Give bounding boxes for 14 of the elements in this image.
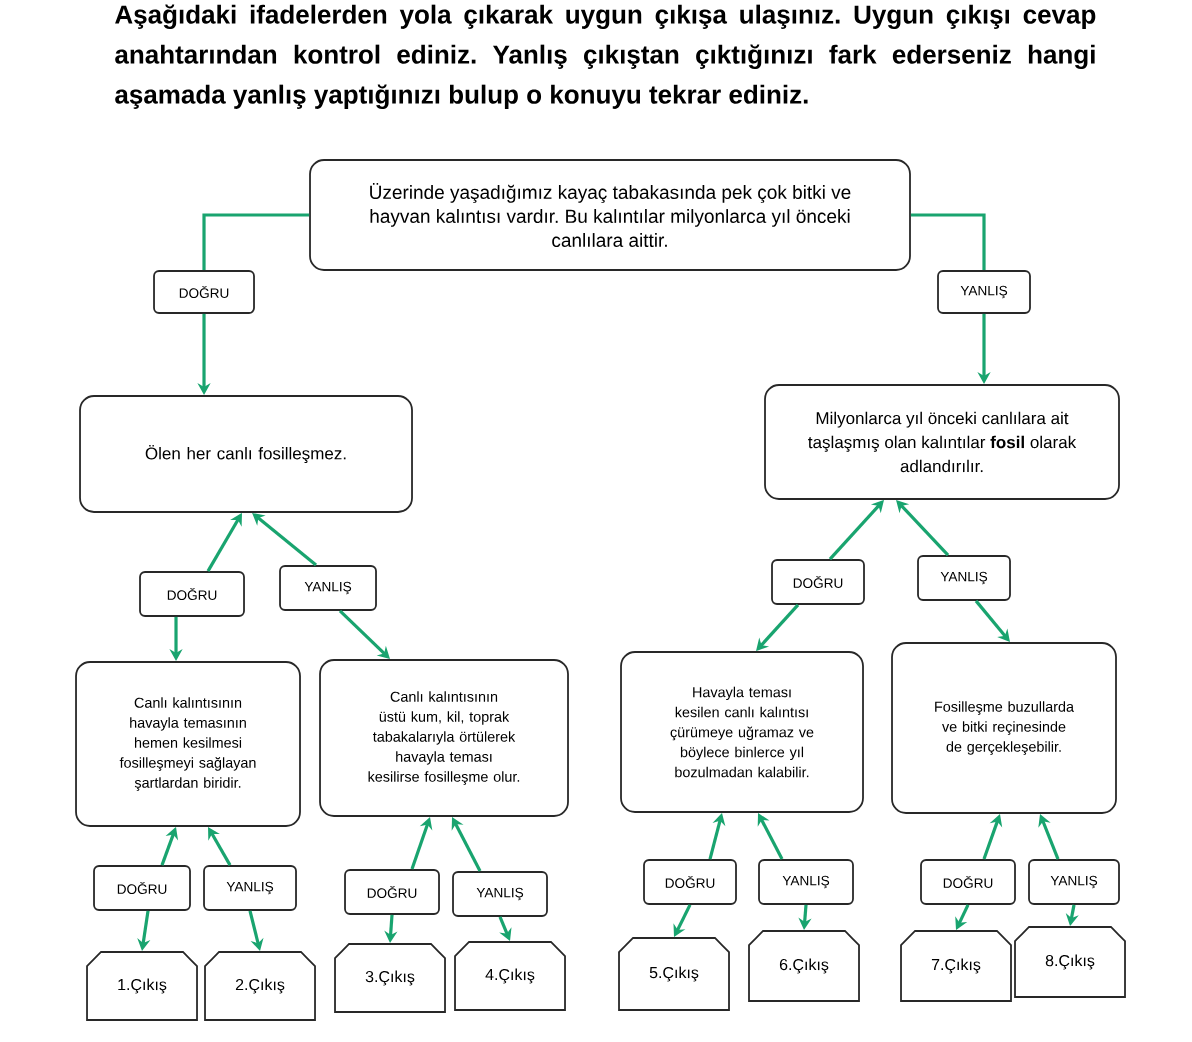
statement-box: Milyonlarca yıl önceki canlılara ait taşlaşmış olan kalıntılar fosil olarak adlandırılır. (764, 384, 1120, 500)
connector-line (910, 213, 986, 271)
connector-line (202, 213, 310, 271)
exit-box: 6.Çıkış (748, 930, 860, 1002)
exit-box: 1.Çıkış (86, 951, 198, 1021)
statement-box: Üzerinde yaşadığımız kayaç tabakasında pek çok bitki ve hayvan kalıntısı vardır. Bu kalıntılar milyonlarca yıl önceki canlılara aittir. (309, 159, 911, 271)
statement-box: Ölen her canlı fosilleşmez. (79, 395, 413, 513)
exit-box: 4.Çıkış (454, 941, 566, 1011)
exit-box: 2.Çıkış (204, 951, 316, 1021)
title-text: Aşağıdaki ifadelerden yola çıkarak uygun çıkışa ulaşınız. Uygun çıkışı cevap anahtarından kontrol ediniz. Yanlış çıkıştan çıktığınızı fark ederseniz hangi aşamada yanlış yaptığınızı bulup o konuyu tekrar ediniz. (115, 4, 1096, 110)
exit-box: 5.Çıkış (618, 937, 730, 1011)
exit-box: 8.Çıkış (1014, 926, 1126, 998)
exit-box: 7.Çıkış (900, 930, 1012, 1002)
exit-box: 3.Çıkış (334, 943, 446, 1013)
